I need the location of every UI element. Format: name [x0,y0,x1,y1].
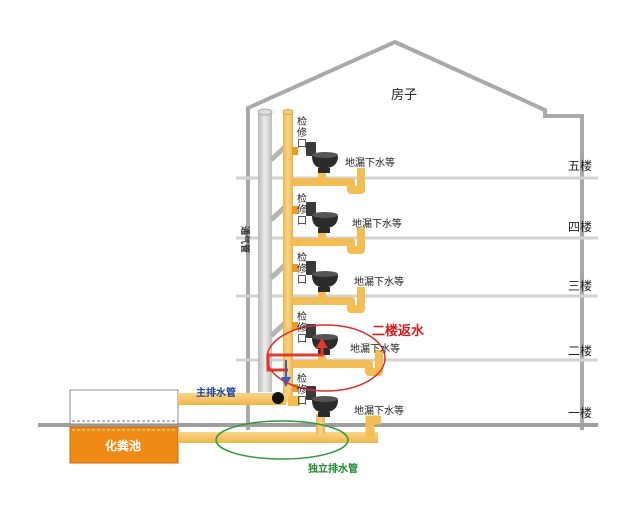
drain-label-1: 地漏下水等 [354,406,404,417]
drain-label-5: 地漏下水等 [345,158,395,169]
independent-drain-pipe [178,414,381,443]
floor-label-3: 三楼 [568,279,593,293]
floor-label-1: 一楼 [568,406,593,420]
floor-label-5: 五楼 [568,159,593,173]
toilet-assembly-floor-5 [293,142,365,194]
backflow-highlight [266,324,386,392]
drain-label-3: 地漏下水等 [354,277,404,288]
floor-label-4: 四楼 [568,220,593,234]
house-outline [246,39,584,430]
backflow-label: 二楼返水 [372,324,425,339]
septic-tank-label: 化粪池 [105,439,142,453]
main-drain-label: 主排水管 [196,388,236,399]
inspection-label-1: 检修口 [297,374,307,407]
toilet-assembly-floor-3 [293,261,365,313]
floor-label-2: 二楼 [568,344,593,358]
inspection-label-5: 检修口 [297,117,307,150]
toilet-icon [306,386,338,417]
septic-tank [69,389,179,464]
main-drain-pipe [178,392,300,406]
ventilation-pipe-label: 通气管 [239,226,249,254]
inspection-label-2: 检修口 [297,312,307,345]
independent-highlight [215,420,349,460]
backflow-path [266,338,328,387]
toilet-assembly-floor-1 [306,386,338,417]
house-title: 房子 [391,88,418,103]
drain-label-2: 地漏下水等 [350,344,400,355]
toilet-icon [306,261,338,292]
toilet-assembly-floor-4 [293,202,365,254]
toilets-upper [293,142,383,417]
independent-drain-label: 独立排水管 [308,464,358,475]
inspection-label-4: 检修口 [297,194,307,227]
toilet-icon [306,142,338,173]
toilet-icon [306,202,338,233]
ventilation-pipe [257,108,288,392]
soil-stack [282,109,298,402]
drain-label-4: 地漏下水等 [352,219,402,230]
inspection-label-3: 检修口 [297,253,307,286]
